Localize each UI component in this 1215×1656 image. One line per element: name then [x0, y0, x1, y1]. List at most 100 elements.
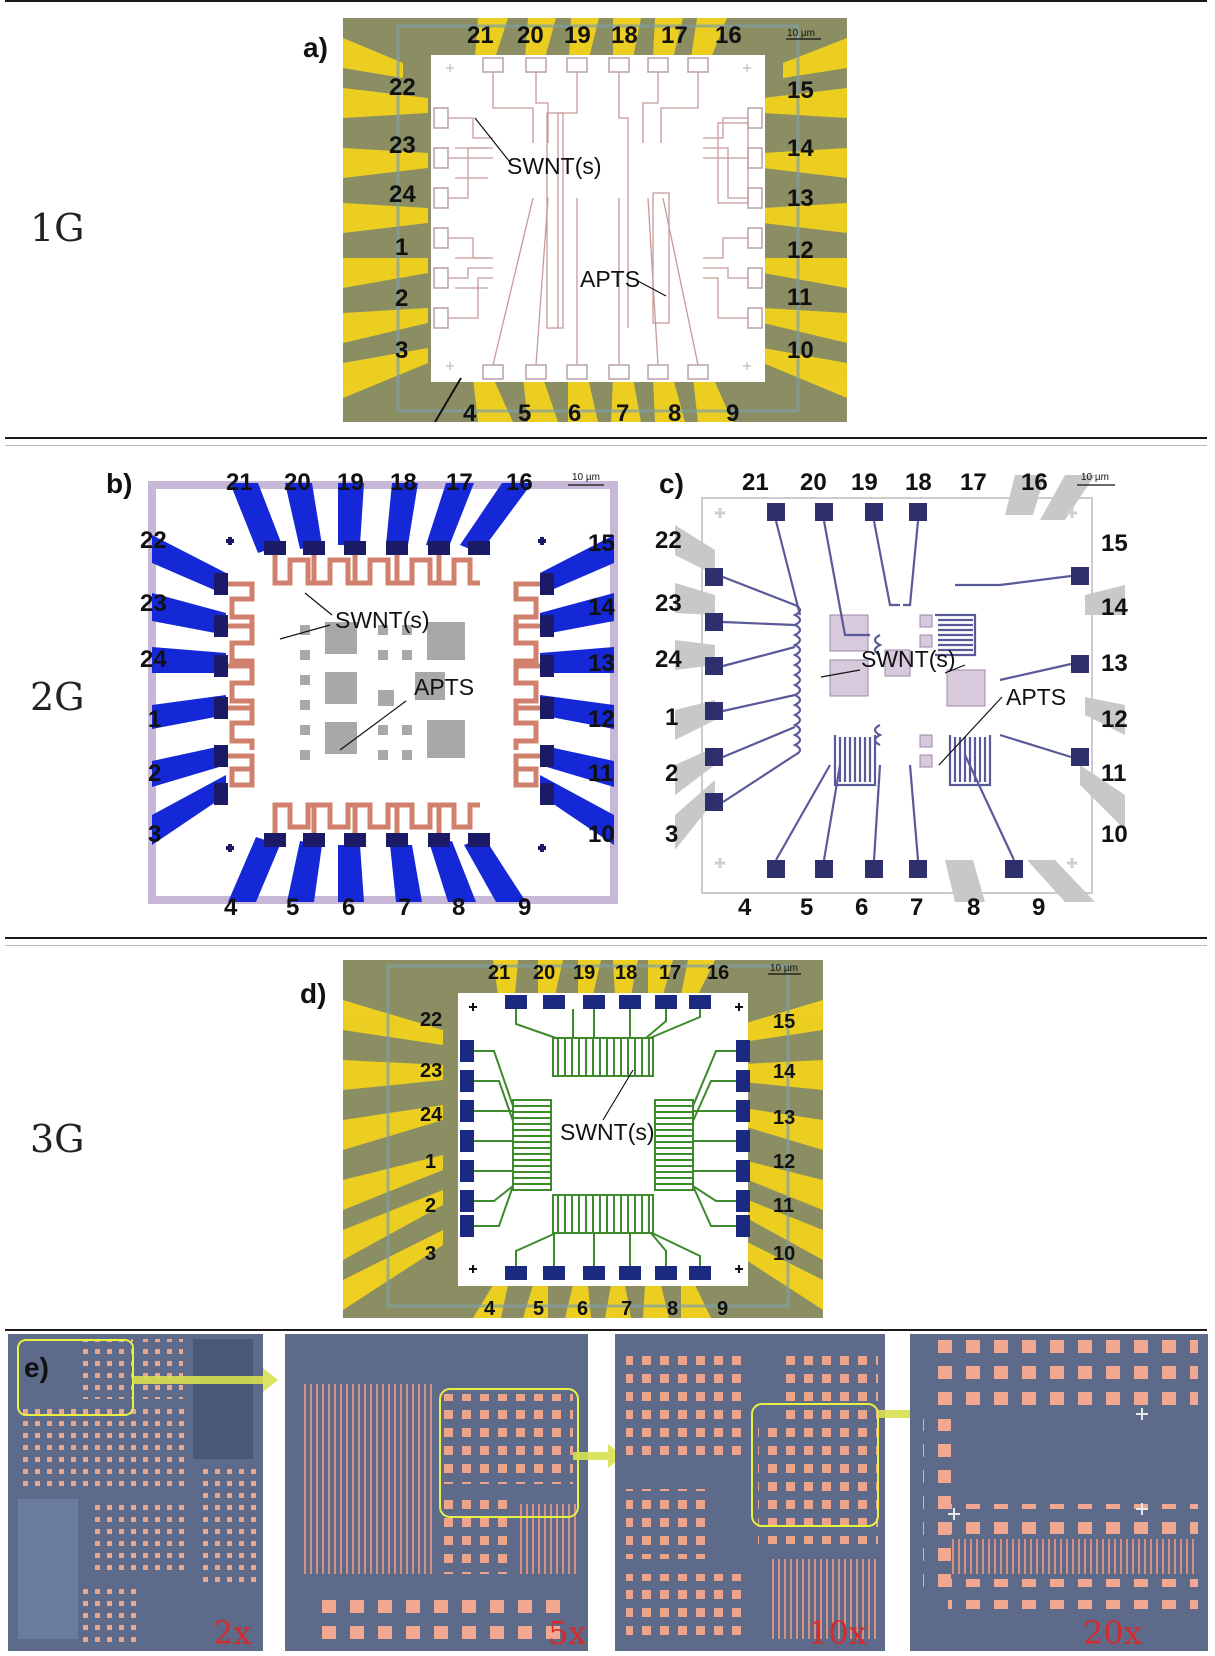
pad-label-15: 15: [1101, 530, 1128, 557]
pad-label-4: 4: [738, 894, 752, 920]
pad-label-4: 4: [463, 400, 477, 422]
pad-label-14: 14: [588, 594, 615, 621]
annotation-apts-b: APTS: [414, 674, 474, 700]
separator-2: [5, 937, 1207, 939]
pad-label-17: 17: [661, 22, 688, 49]
pad-label-17: 17: [960, 469, 987, 496]
pad-label-19: 19: [564, 22, 591, 49]
pad-label-23: 23: [140, 590, 167, 617]
pad-label-2: 2: [665, 760, 678, 787]
annotation-apts-a: APTS: [580, 266, 640, 292]
scale-bar-c: 10 µm: [1081, 472, 1109, 483]
panel-c: 10 µm SWNT(s) APTS 21 20 19 18 17 16 4 5…: [655, 465, 1135, 921]
pad-label-8: 8: [668, 400, 681, 422]
pad-label-14: 14: [787, 135, 814, 162]
pad-label-8: 8: [667, 1298, 678, 1318]
pad-label-22: 22: [389, 74, 416, 101]
pad-label-12: 12: [773, 1151, 795, 1173]
pad-label-4: 4: [224, 894, 238, 920]
pad-label-5: 5: [800, 894, 813, 920]
pad-label-20: 20: [800, 469, 827, 496]
magnification-10x: 10x: [808, 1614, 867, 1651]
pad-label-10: 10: [773, 1243, 795, 1265]
pad-label-14: 14: [773, 1061, 796, 1083]
pad-label-16: 16: [707, 962, 729, 984]
pad-label-11: 11: [787, 284, 812, 311]
pad-label-3: 3: [395, 337, 408, 364]
pad-label-19: 19: [337, 469, 364, 496]
panel-b-layout: 10 µm SWNT(s) APTS 21 20 19 18 17 16 4 5…: [140, 469, 618, 921]
pad-label-11: 11: [773, 1195, 794, 1217]
pad-label-6: 6: [568, 400, 581, 422]
pad-label-16: 16: [715, 22, 742, 49]
panel-d-micrograph: 10 µm SWNT(s) 21 20 19 18 17 16 4 5 6 7 …: [343, 960, 823, 1320]
pad-label-24: 24: [420, 1104, 443, 1126]
panel-label-c: c): [659, 468, 684, 499]
pad-label-20: 20: [533, 962, 555, 984]
annotation-swnt-b: SWNT(s): [335, 607, 430, 633]
pad-label-8: 8: [967, 894, 980, 920]
pad-label-9: 9: [717, 1298, 728, 1318]
generation-label-3g: 3G: [30, 1117, 85, 1161]
pad-label-15: 15: [773, 1011, 795, 1033]
zoom-arrow-2: [573, 1444, 623, 1468]
pad-label-5: 5: [533, 1298, 544, 1318]
pad-label-22: 22: [420, 1009, 442, 1031]
pad-label-24: 24: [655, 646, 682, 673]
pad-label-18: 18: [611, 22, 638, 49]
panel-d: 10 µm SWNT(s) 21 20 19 18 17 16 4 5 6 7 …: [343, 960, 823, 1320]
pad-label-9: 9: [1032, 894, 1045, 920]
pad-label-12: 12: [588, 706, 615, 733]
pad-label-6: 6: [855, 894, 868, 920]
pad-label-3: 3: [665, 821, 678, 848]
pad-label-23: 23: [655, 590, 682, 617]
pad-label-13: 13: [588, 650, 615, 677]
panel-e-micrographs: 2x 5x 10x 20x: [8, 1334, 1208, 1652]
pad-label-5: 5: [518, 400, 531, 422]
annotation-swnt-a: SWNT(s): [507, 153, 602, 179]
pad-label-9: 9: [726, 400, 739, 422]
zoom-arrow-1: [133, 1368, 278, 1392]
pad-label-1: 1: [665, 704, 678, 731]
separator-2-shadow: [5, 945, 1207, 946]
annotation-swnt-c: SWNT(s): [861, 646, 956, 672]
pad-label-14: 14: [1101, 594, 1128, 621]
pad-label-1: 1: [395, 234, 408, 261]
pad-label-8: 8: [452, 894, 465, 920]
pad-label-21: 21: [488, 962, 510, 984]
panel-a-micrograph: 10 µm SWNT(s) APTS 21 20 19 18 17 16 4 5…: [343, 18, 847, 427]
pad-label-13: 13: [787, 185, 814, 212]
scale-bar-b: 10 µm: [572, 472, 600, 483]
scale-bar-a: 10 µm: [787, 28, 815, 39]
pad-label-24: 24: [389, 181, 416, 208]
pad-label-3: 3: [148, 821, 161, 848]
pad-label-24: 24: [140, 646, 167, 673]
panel-label-b: b): [106, 468, 133, 499]
pad-label-18: 18: [390, 469, 417, 496]
pad-label-12: 12: [787, 237, 814, 264]
pad-label-2: 2: [148, 760, 161, 787]
pad-label-16: 16: [1021, 469, 1048, 496]
pad-label-10: 10: [588, 821, 615, 848]
pad-label-18: 18: [615, 962, 637, 984]
pad-label-7: 7: [621, 1298, 632, 1318]
pad-label-2: 2: [425, 1195, 436, 1217]
annotation-swnt-d: SWNT(s): [560, 1119, 655, 1145]
panel-b: 10 µm SWNT(s) APTS 21 20 19 18 17 16 4 5…: [140, 465, 620, 921]
separator-1-shadow: [5, 445, 1207, 446]
pad-label-17: 17: [446, 469, 473, 496]
pad-label-11: 11: [1101, 760, 1126, 787]
pad-label-5: 5: [286, 894, 299, 920]
pad-label-17: 17: [659, 962, 681, 984]
pad-label-15: 15: [588, 530, 615, 557]
top-rule: [5, 0, 1207, 2]
pad-label-21: 21: [742, 469, 769, 496]
panel-label-d: d): [300, 978, 327, 1009]
pad-label-1: 1: [148, 706, 161, 733]
pad-label-18: 18: [905, 469, 932, 496]
pad-label-11: 11: [588, 760, 613, 787]
pad-label-1: 1: [425, 1151, 436, 1173]
pad-label-2: 2: [395, 285, 408, 312]
generation-label-2g: 2G: [30, 675, 85, 719]
pad-label-10: 10: [1101, 821, 1128, 848]
